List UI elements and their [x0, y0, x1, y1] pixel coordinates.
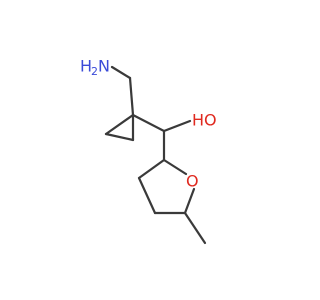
hydroxyl-group: HO — [192, 111, 217, 130]
amine-h-label: H — [80, 57, 92, 76]
bond-cyclopropane-1 — [104, 113, 135, 136]
bond-n-ch2 — [110, 65, 132, 80]
ring-oxygen: O — [186, 172, 199, 191]
molecule-structure: H 2 N HO O — [80, 57, 217, 245]
bond-cq-carbinol — [131, 113, 166, 133]
bond-thf-c4-c3 — [137, 176, 157, 215]
bond-lines — [104, 65, 207, 245]
ring-oxygen-label: O — [186, 172, 199, 191]
bond-thf-o-c5 — [183, 187, 196, 215]
bond-carbinol-oh — [162, 119, 192, 133]
hydroxyl-label: HO — [192, 111, 217, 130]
bond-cyclopropane-2 — [104, 132, 135, 142]
bond-methyl — [183, 211, 207, 245]
amine-n-label: N — [98, 57, 110, 76]
bond-ch2-cq — [128, 76, 135, 117]
bond-thf-c3-c2 — [137, 158, 166, 180]
amine-group: H 2 N — [80, 57, 110, 79]
amine-h-subscript: 2 — [91, 65, 98, 78]
bond-thf-c2-o — [162, 158, 188, 176]
